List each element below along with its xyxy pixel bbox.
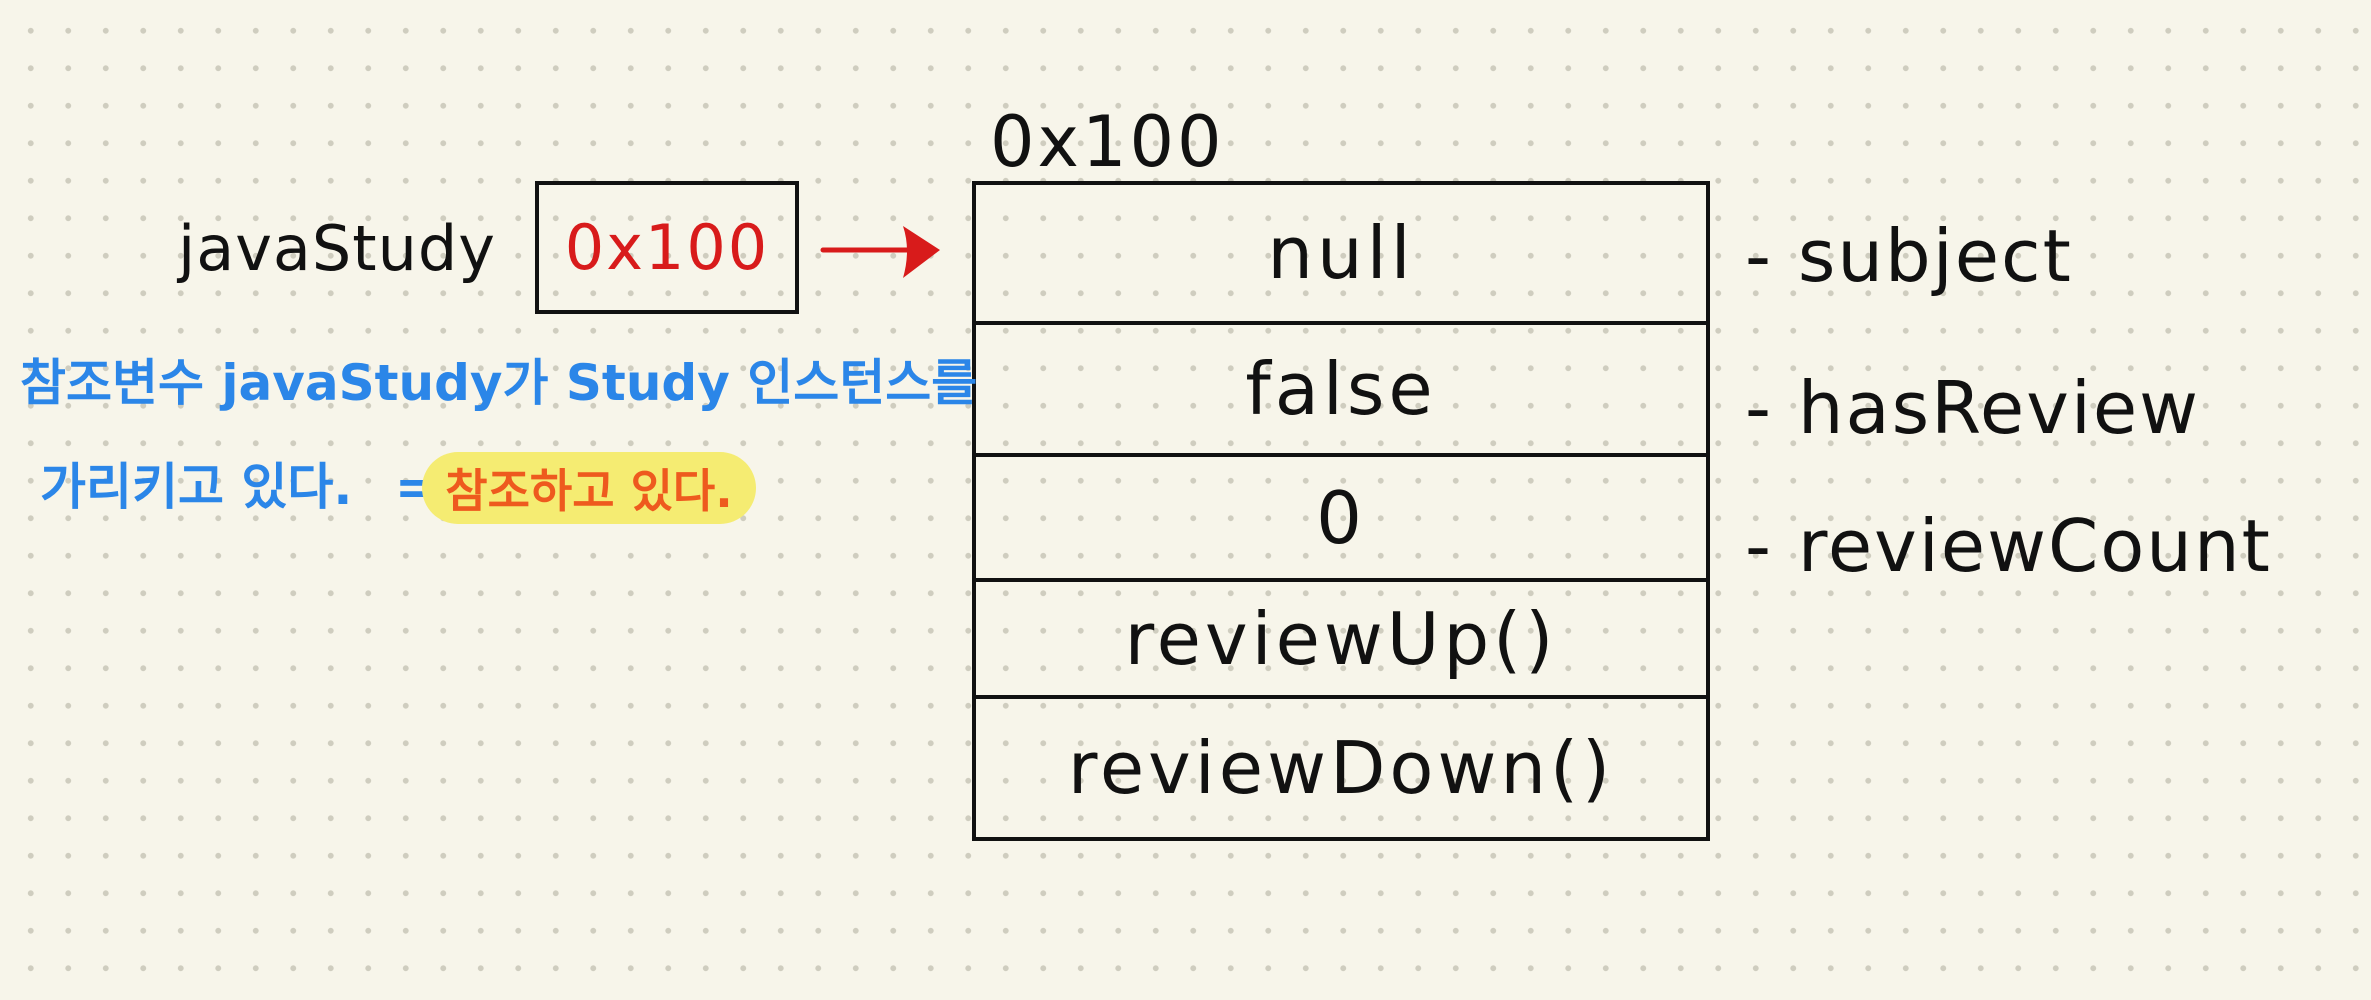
note-line-1: 참조변수 javaStudy가 Study 인스턴스를 bbox=[20, 354, 978, 412]
heap-address: 0x100 bbox=[990, 101, 1225, 183]
heap-cell-reviewdown: reviewDown() bbox=[976, 699, 1706, 837]
heap-cell-subject: null bbox=[976, 185, 1706, 325]
reference-value: 0x100 bbox=[564, 211, 770, 284]
field-label-hasreview: - hasReview bbox=[1745, 366, 2201, 450]
heap-cell-reviewup: reviewUp() bbox=[976, 582, 1706, 699]
heap-cell-value: false bbox=[1245, 347, 1437, 431]
arrow-head bbox=[903, 226, 940, 278]
heap-cell-value: reviewUp() bbox=[1124, 596, 1558, 681]
highlight-text: 참조하고 있다. bbox=[445, 464, 733, 518]
highlight-marker bbox=[422, 452, 756, 524]
heap-cell-value: reviewDown() bbox=[1067, 726, 1615, 810]
heap-cell-hasreview: false bbox=[976, 325, 1706, 457]
field-label-reviewcount: - reviewCount bbox=[1745, 504, 2272, 588]
heap-object-box: null false 0 reviewUp() reviewDown() bbox=[972, 181, 1710, 841]
variable-name: javaStudy bbox=[178, 212, 496, 285]
heap-cell-value: null bbox=[1267, 211, 1415, 295]
reference-box: 0x100 bbox=[535, 181, 799, 314]
heap-cell-reviewcount: 0 bbox=[976, 457, 1706, 582]
note-line-2: 가리키고 있다. bbox=[40, 458, 353, 516]
field-label-subject: - subject bbox=[1745, 214, 2073, 298]
heap-cell-value: 0 bbox=[1316, 475, 1366, 560]
reference-arrow bbox=[820, 226, 940, 278]
